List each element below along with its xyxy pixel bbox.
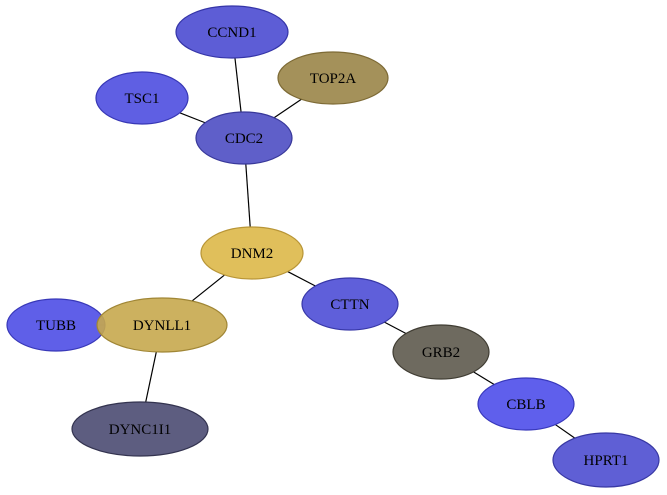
node-label: TOP2A [310, 71, 357, 87]
edge-layer [97, 57, 576, 439]
edge-cdc2-dnm2 [245, 163, 251, 228]
node-shape [71, 401, 209, 457]
node-shape [95, 71, 189, 125]
node-dynll1[interactable]: DYNLL1 [96, 297, 228, 353]
edge-top2a-cdc2 [273, 98, 302, 119]
node-cdc2[interactable]: CDC2 [195, 111, 293, 165]
edge-tsc1-cdc2 [179, 112, 206, 124]
node-label: CDC2 [225, 131, 263, 147]
node-shape [195, 111, 293, 165]
node-cttn[interactable]: CTTN [301, 277, 399, 331]
node-grb2[interactable]: GRB2 [392, 324, 490, 380]
node-dync1i1[interactable]: DYNC1I1 [71, 401, 209, 457]
node-shape [200, 226, 304, 280]
node-label: DYNLL1 [133, 318, 191, 334]
node-shape [175, 5, 289, 59]
node-label: DYNC1I1 [109, 422, 172, 438]
edge-grb2-cblb [473, 371, 495, 386]
node-shape [96, 297, 228, 353]
node-shape [552, 432, 660, 488]
node-label: DNM2 [231, 246, 274, 262]
node-label: GRB2 [422, 345, 460, 361]
edge-ccnd1-cdc2 [234, 57, 242, 113]
node-dnm2[interactable]: DNM2 [200, 226, 304, 280]
edge-dnm2-cttn [287, 271, 316, 287]
node-label: CCND1 [207, 25, 256, 41]
node-shape [301, 277, 399, 331]
node-tsc1[interactable]: TSC1 [95, 71, 189, 125]
node-label: CTTN [330, 297, 369, 313]
node-shape [392, 324, 490, 380]
edge-cblb-hprt1 [555, 424, 576, 439]
node-top2a[interactable]: TOP2A [277, 51, 389, 105]
edge-cttn-grb2 [384, 321, 407, 335]
node-label: CBLB [506, 397, 545, 413]
node-shape [477, 377, 575, 431]
node-label: HPRT1 [584, 453, 629, 469]
node-label: TSC1 [124, 91, 159, 107]
edge-dynll1-dync1i1 [145, 351, 157, 403]
node-hprt1[interactable]: HPRT1 [552, 432, 660, 488]
edge-dnm2-dynll1 [191, 274, 225, 302]
node-tubb[interactable]: TUBB [6, 298, 106, 352]
node-cblb[interactable]: CBLB [477, 377, 575, 431]
node-label: TUBB [36, 318, 76, 334]
node-shape [277, 51, 389, 105]
node-ccnd1[interactable]: CCND1 [175, 5, 289, 59]
